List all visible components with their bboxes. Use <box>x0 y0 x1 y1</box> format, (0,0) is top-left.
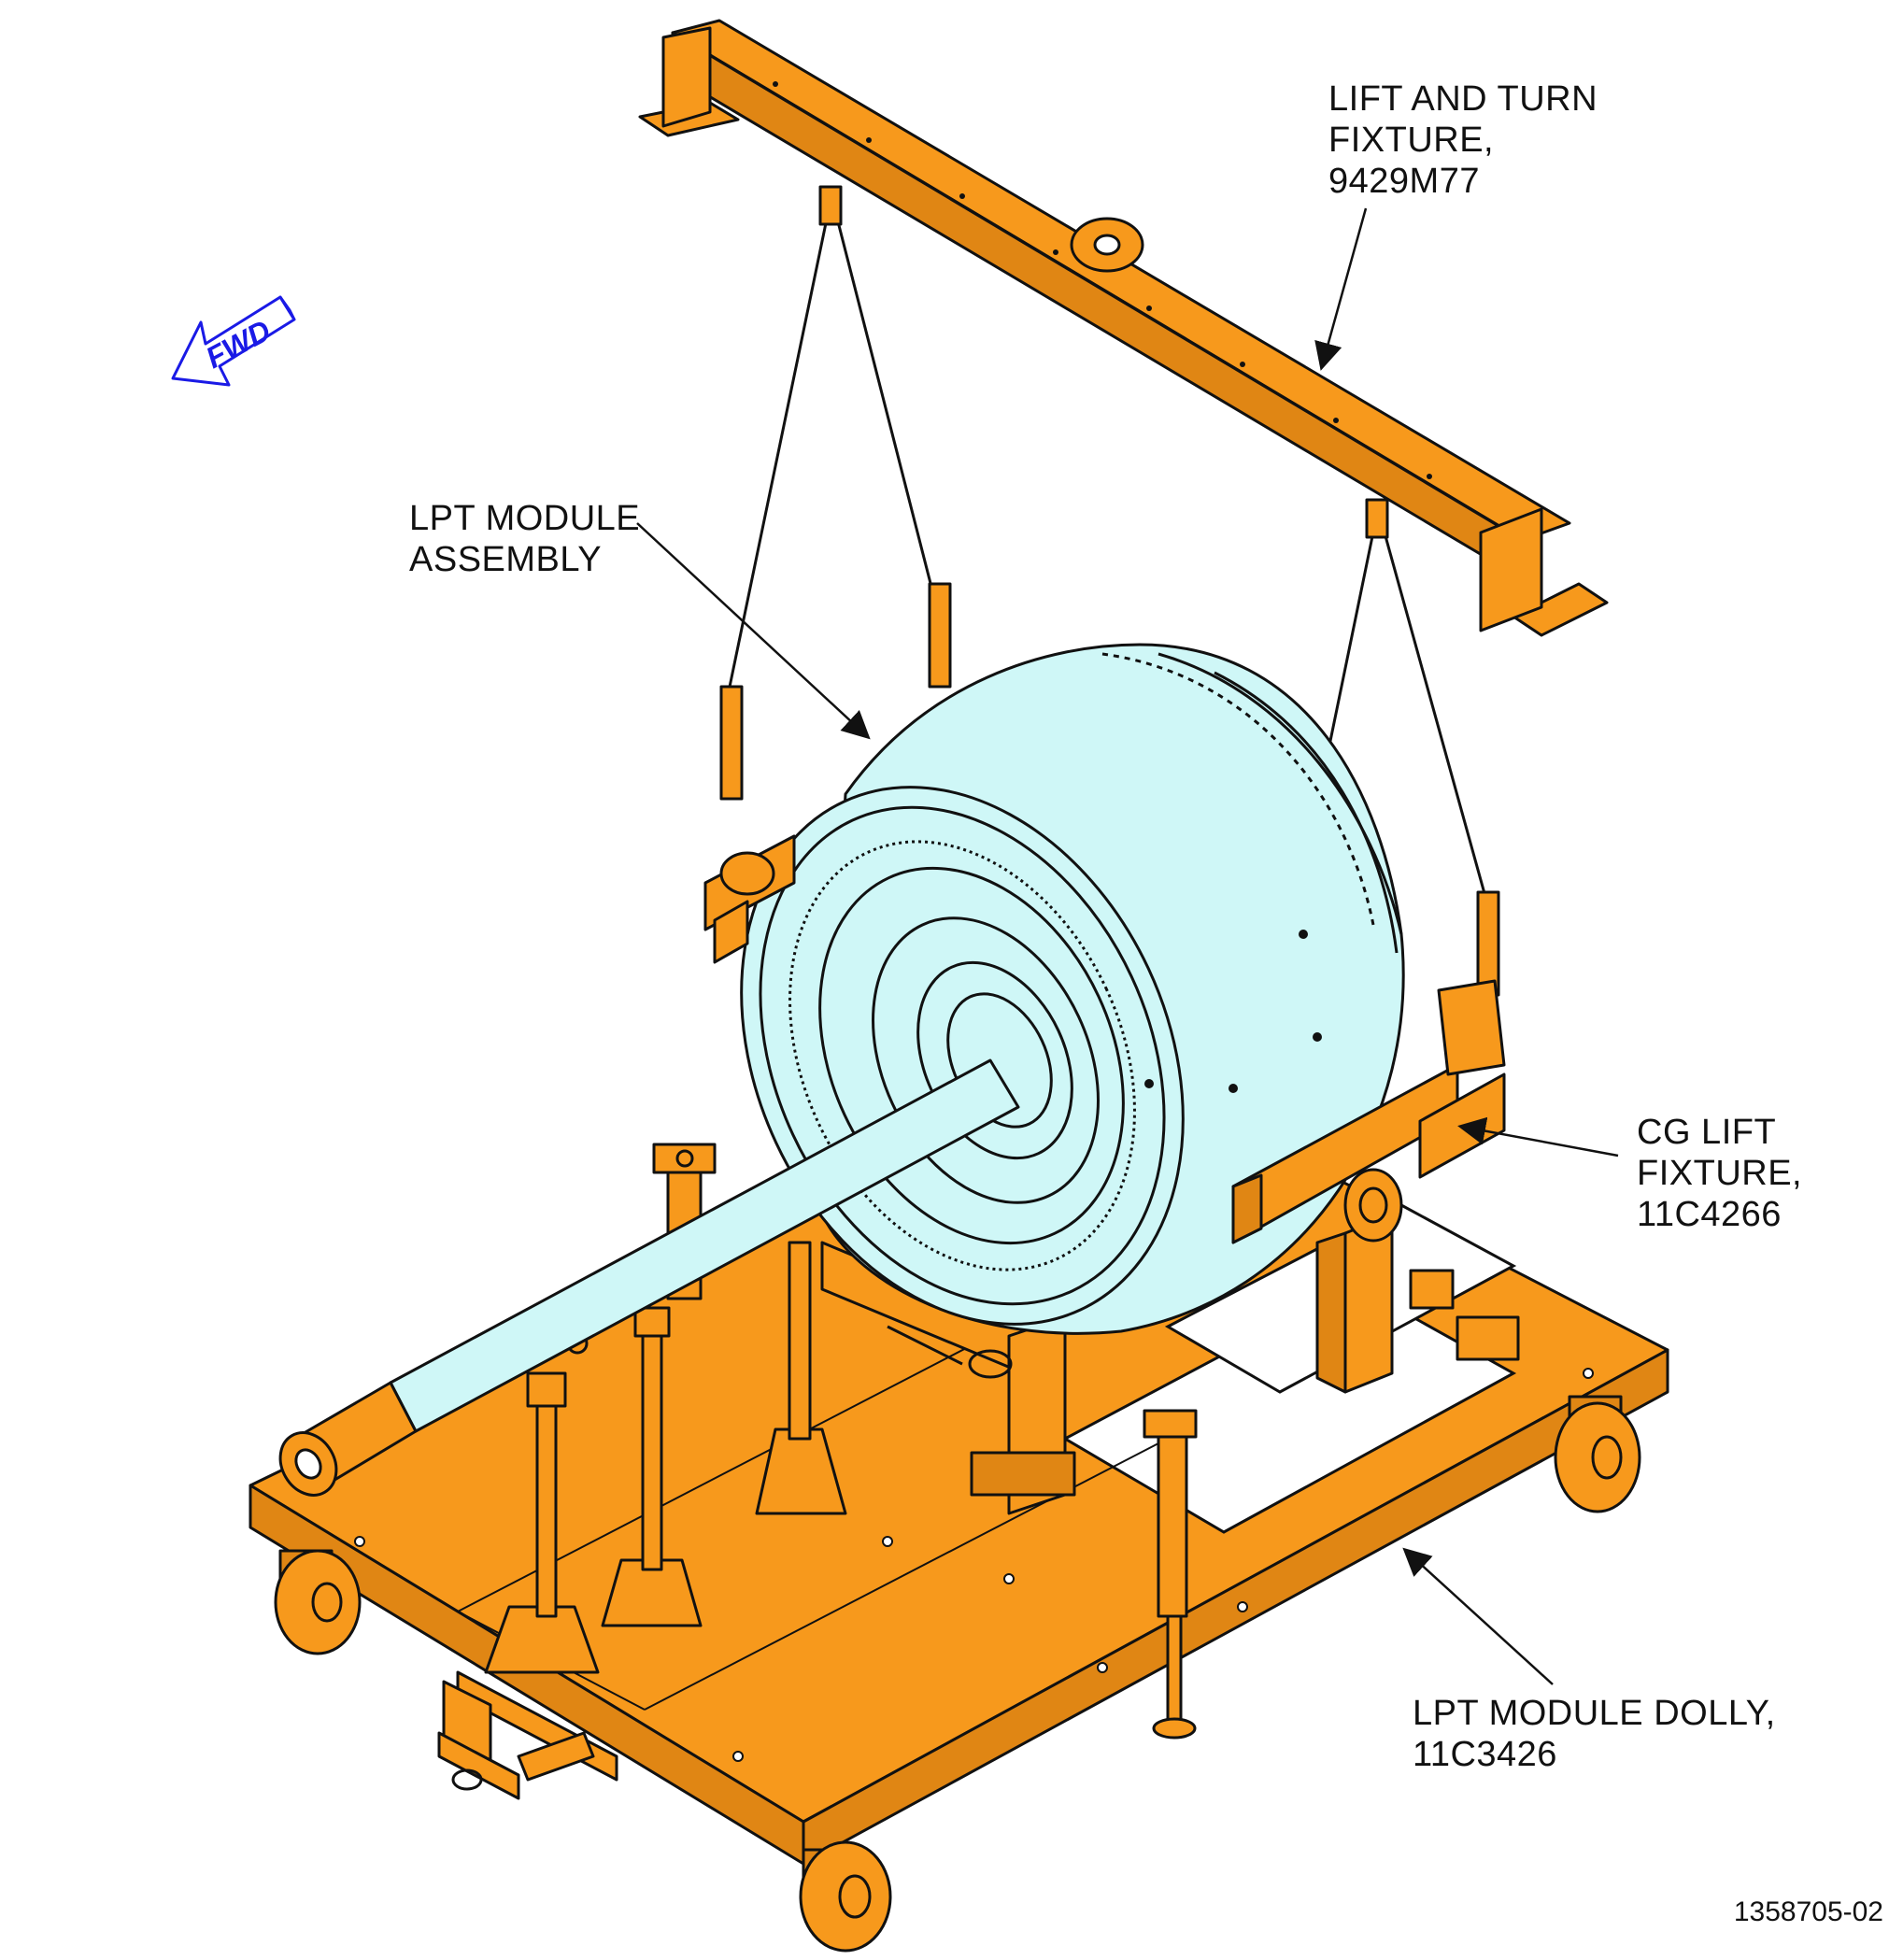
callout-lpt-module-dolly: LPT MODULE DOLLY, 11C3426 <box>1413 1693 1776 1775</box>
callout-line: FIXTURE, <box>1328 121 1495 160</box>
cg-lift-fixture <box>703 834 1506 1244</box>
caster-rear-right <box>1554 1395 1641 1513</box>
caster-front-left <box>274 1549 362 1655</box>
caster-front-center <box>799 1840 892 1953</box>
lp-shaft <box>278 1058 1020 1497</box>
callout-line: ASSEMBLY <box>409 540 603 579</box>
figure-number: 1358705-02 <box>1733 1896 1883 1927</box>
callout-line: FIXTURE, <box>1637 1154 1803 1193</box>
lpt-module-dolly <box>249 1063 1669 1953</box>
callout-line: 11C3426 <box>1413 1735 1557 1774</box>
pin-post <box>1143 1409 1198 1618</box>
callout-lift-and-turn-fixture: LIFT AND TURN FIXTURE, 9429M77 <box>1328 78 1598 202</box>
rear-support-post <box>1315 1213 1520 1394</box>
callout-line: LIFT AND TURN <box>1328 79 1598 119</box>
screw-jack-stand-2 <box>601 1306 703 1627</box>
screw-jack-stand-1 <box>484 1332 600 1674</box>
screw-jack-stand-3 <box>755 1241 847 1515</box>
callout-cg-lift-fixture: CG LIFT FIXTURE, 11C4266 <box>1637 1112 1802 1235</box>
callout-line: 9429M77 <box>1328 162 1480 201</box>
callout-line: CG LIFT <box>1637 1113 1777 1152</box>
tow-bar <box>437 1670 618 1800</box>
lift-and-turn-fixture-beam <box>638 19 1609 637</box>
forward-arrow-icon: FWD <box>171 295 296 387</box>
callout-lpt-module-assembly: LPT MODULE ASSEMBLY <box>409 498 640 580</box>
callout-line: LPT MODULE <box>409 499 641 538</box>
callout-line: LPT MODULE DOLLY, <box>1413 1694 1776 1733</box>
ring-cradle-support <box>820 1241 1076 1515</box>
leader-lines <box>636 207 1619 1685</box>
callout-line: 11C4266 <box>1637 1195 1782 1234</box>
